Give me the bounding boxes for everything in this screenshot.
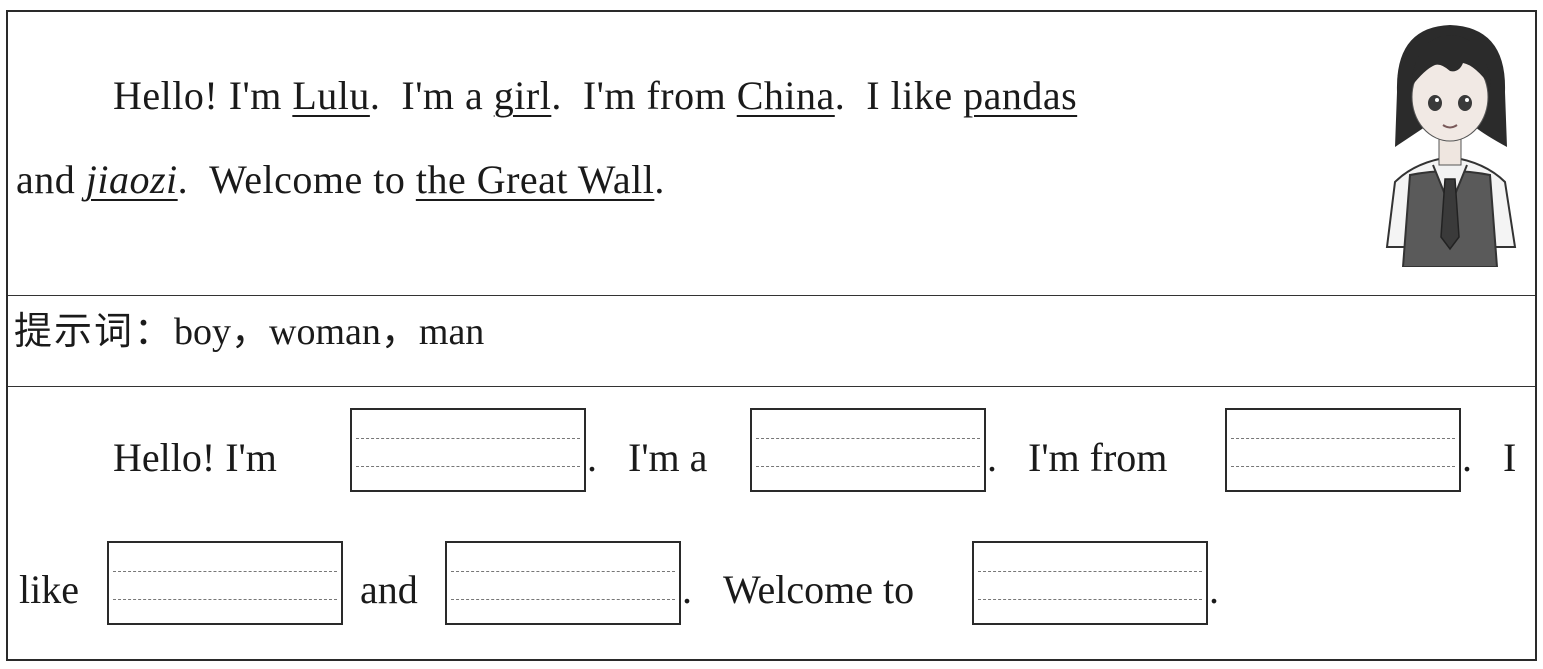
example-country: China <box>736 73 835 118</box>
example-likes1: pandas <box>963 73 1078 118</box>
example-from: I'm from <box>582 73 727 118</box>
exercise-welcome: Welcome to <box>723 567 915 612</box>
period: . <box>654 157 665 202</box>
exercise-i: I <box>1503 435 1517 480</box>
answer-box-name[interactable] <box>350 408 586 492</box>
period: . <box>1209 567 1219 612</box>
period: . <box>682 567 692 612</box>
example-likes2: jiaozi <box>85 157 178 202</box>
section-divider <box>8 386 1535 387</box>
example-hello: Hello! I'm <box>113 73 282 118</box>
hint-words: boy，woman，man <box>174 311 485 353</box>
section-divider <box>8 295 1535 296</box>
example-name: Lulu <box>292 73 370 118</box>
example-im-a: I'm a <box>401 73 484 118</box>
worksheet-frame <box>6 10 1537 661</box>
example-gender: girl <box>493 73 552 118</box>
hint-label: 提示词： <box>14 311 175 353</box>
exercise-and: and <box>360 567 418 612</box>
answer-box-place[interactable] <box>972 541 1208 625</box>
period: . <box>834 73 846 118</box>
example-and: and <box>16 157 76 202</box>
answer-box-likes1[interactable] <box>107 541 343 625</box>
exercise-im-a: I'm a <box>628 435 708 480</box>
exercise-hello: Hello! I'm <box>113 435 277 480</box>
period: . <box>1462 435 1472 480</box>
example-i-like: I like <box>866 73 953 118</box>
period: . <box>587 435 597 480</box>
example-welcome: Welcome to <box>209 157 406 202</box>
period: . <box>551 73 562 118</box>
answer-box-country[interactable] <box>1225 408 1461 492</box>
example-line-1: Hello! I'm Lulu. I'm a girl. I'm from Ch… <box>113 72 1077 120</box>
period: . <box>987 435 997 480</box>
example-line-2: and jiaozi. Welcome to the Great Wall. <box>16 156 665 204</box>
period: . <box>177 157 189 202</box>
exercise-from: I'm from <box>1028 435 1168 480</box>
girl-avatar-icon <box>1385 25 1517 267</box>
answer-box-likes2[interactable] <box>445 541 681 625</box>
period: . <box>369 73 381 118</box>
hint-row: 提示词：boy，woman，man <box>14 308 484 356</box>
answer-box-gender[interactable] <box>750 408 986 492</box>
exercise-like: like <box>19 567 79 612</box>
example-place: the Great Wall <box>415 157 655 202</box>
